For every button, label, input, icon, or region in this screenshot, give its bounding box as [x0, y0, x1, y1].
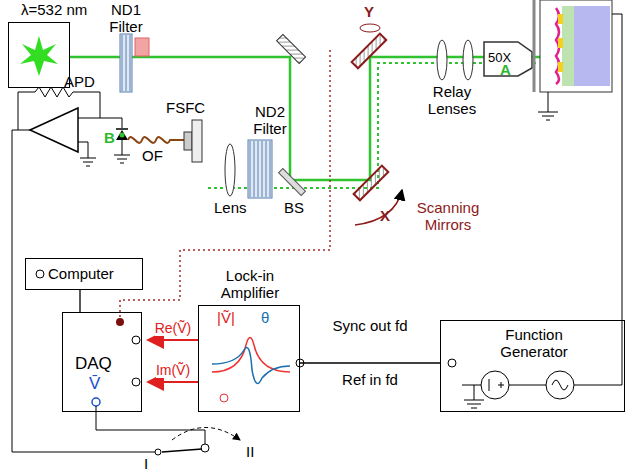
part-label: Sync out fd	[330, 318, 410, 335]
ac-source-sign	[552, 380, 568, 390]
nd1-filter	[120, 34, 132, 92]
layer	[562, 6, 574, 86]
part-label: Relay Lenses	[420, 84, 484, 117]
node-text: Computer	[48, 266, 114, 283]
connector	[148, 381, 198, 383]
beam-splitter	[279, 169, 306, 196]
node-text: DAQ	[75, 355, 112, 374]
ac-source	[546, 371, 574, 399]
sample-wire	[574, 14, 622, 385]
part-label: B	[104, 130, 115, 147]
laser-box: λ=532 nm	[8, 22, 70, 88]
switch-blade	[162, 449, 202, 452]
part-label: Scanning Mirrors	[408, 200, 488, 233]
node-text: |Ṽ|	[217, 310, 235, 327]
fold-mirror	[277, 34, 306, 63]
part-label: Y	[364, 4, 374, 21]
y-rotation	[360, 24, 380, 32]
dc-source-sign	[489, 379, 504, 391]
point-b	[120, 133, 125, 138]
control-terminal	[116, 318, 124, 326]
optical-fiber	[128, 137, 184, 143]
dc-source	[481, 371, 509, 399]
sample-ground	[538, 92, 558, 120]
part-label: Lens	[214, 200, 247, 217]
function-generator-box: Function Generator	[440, 320, 625, 412]
contact-i	[155, 449, 161, 455]
fsfc-mount	[192, 120, 202, 162]
computer-terminal	[36, 270, 44, 278]
connector	[79, 290, 80, 312]
sample-housing	[540, 0, 612, 92]
phase-curve	[212, 348, 290, 384]
computer-box: Computer	[25, 258, 143, 290]
daq-terminal	[132, 336, 140, 344]
node-text: θ	[261, 310, 269, 327]
edge-label: Re(Ṽ)	[155, 321, 192, 336]
opamp-ground	[78, 142, 96, 166]
part-label: APD	[64, 74, 95, 91]
part-label: OF	[142, 148, 163, 165]
x-rotation	[355, 190, 402, 225]
opamp	[30, 108, 78, 152]
photodiode	[116, 130, 128, 140]
laser-star	[20, 36, 58, 76]
connector	[148, 339, 198, 341]
feedback-resistor	[18, 87, 100, 130]
apd-output-wire	[12, 130, 156, 452]
relay-lens	[463, 40, 473, 80]
part-label: ND2 Filter	[240, 104, 300, 137]
connector	[300, 362, 440, 363]
nd2-stripes	[249, 141, 271, 197]
switch-pivot	[201, 444, 209, 452]
daq-box: DAQV̄	[62, 312, 142, 412]
part-label: II	[246, 444, 254, 461]
node-text: Lock-in Amplifier	[199, 268, 301, 301]
part-label: BS	[284, 200, 304, 217]
fsfc-connector	[184, 132, 192, 150]
lens	[225, 144, 235, 196]
y-mirror	[352, 34, 387, 69]
lockin-input	[220, 394, 228, 402]
mirror-control-line	[120, 50, 330, 318]
switch-arc	[172, 428, 240, 441]
lockin-box: Lock-in Amplifier|Ṽ|θ	[198, 305, 300, 412]
window	[533, 0, 536, 92]
node-text: λ=532 nm	[21, 2, 87, 19]
substrate	[572, 6, 610, 86]
edge-label: Im(Ṽ)	[156, 363, 190, 378]
nd1-stripes	[121, 35, 131, 91]
sync-terminal	[448, 359, 456, 367]
part-label: I	[144, 456, 148, 473]
node-text: Function Generator	[479, 327, 589, 360]
part-label: FSFC	[166, 100, 205, 117]
daq-terminal	[132, 378, 140, 386]
photodiode-bar	[116, 128, 128, 130]
nd2-filter	[248, 140, 272, 198]
relay-lens	[437, 40, 447, 80]
part-label: A	[500, 62, 511, 79]
node-text: V̄	[89, 375, 100, 394]
part-label: X	[380, 208, 390, 225]
diode-ground	[114, 140, 130, 163]
part-label: Ref in fd	[330, 372, 410, 389]
vbar-terminal	[92, 398, 100, 406]
part-label: ND1 Filter	[98, 2, 154, 35]
x-mirror	[354, 166, 389, 201]
nd1-mount	[135, 38, 149, 56]
electrodes	[558, 14, 563, 72]
diode-wire	[100, 118, 122, 128]
